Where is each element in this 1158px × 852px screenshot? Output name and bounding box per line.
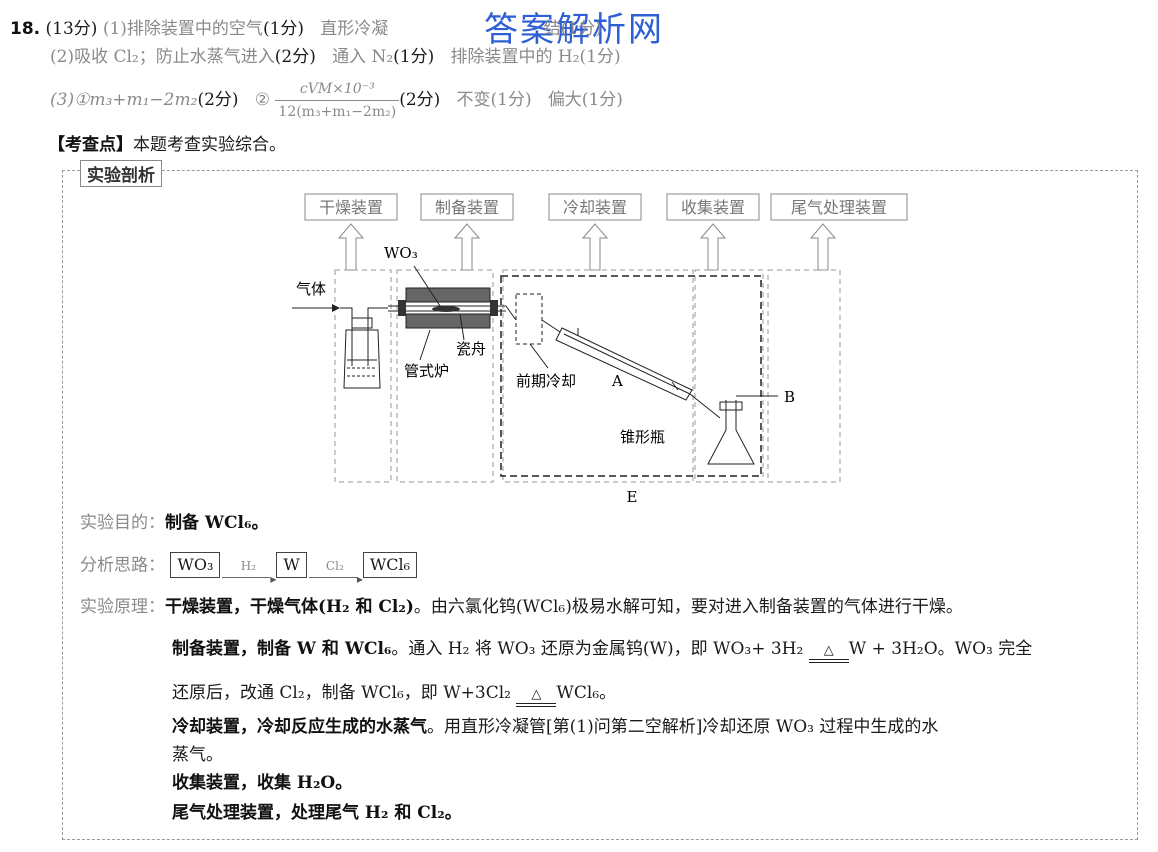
label-a: A bbox=[611, 372, 623, 390]
region-e bbox=[500, 275, 762, 477]
purpose-label: 实验目的： bbox=[80, 513, 165, 533]
section-tag: 实验剖析 bbox=[80, 160, 162, 187]
principle-2-text: 。通入 H₂ 将 WO₃ 还原为金属钨(W)，即 WO₃+ 3H₂ bbox=[391, 639, 804, 659]
route-arrow-h2: H₂ bbox=[220, 555, 276, 590]
principle-row-6: 收集装置，收集 H₂O。 bbox=[172, 772, 352, 794]
answer-line-2: (2)吸收 Cl₂；防止水蒸气进入(2分) 通入 N₂(1分) 排除装置中的 H… bbox=[50, 46, 621, 68]
label-box-dry: 干燥装置 bbox=[304, 193, 398, 221]
answer-3-score-2: (2分) bbox=[399, 90, 441, 110]
kaocha-line: 【考查点】本题考查实验综合。 bbox=[48, 134, 286, 156]
answer-2-part-2: 通入 N₂ bbox=[332, 47, 394, 67]
condenser bbox=[541, 319, 693, 401]
label-e: E bbox=[627, 488, 638, 506]
answer-1-part-2: 直形冷凝 bbox=[320, 19, 389, 39]
up-arrows bbox=[337, 223, 837, 271]
answer-3-part-2: ② bbox=[254, 90, 270, 110]
fraction-numerator: cVM×10⁻³ bbox=[275, 78, 400, 101]
wash-bottle bbox=[340, 307, 388, 389]
label-flask: 锥形瓶 bbox=[620, 428, 665, 446]
delta-1: △ bbox=[823, 643, 834, 658]
purpose-line: 实验目的：制备 WCl₆。 bbox=[80, 512, 268, 534]
answer-2-score-2: (1分) bbox=[393, 47, 435, 67]
kaocha-text: 本题考查实验综合。 bbox=[133, 135, 286, 155]
label-boat: 瓷舟 bbox=[456, 340, 486, 358]
answer-3-part-3: 不变(1分) bbox=[456, 90, 532, 110]
route-box-wo3: WO₃ bbox=[170, 552, 221, 578]
label-dry: 干燥装置 bbox=[319, 198, 383, 217]
region-boxes bbox=[334, 269, 841, 483]
answer-2-part-1: (2)吸收 Cl₂；防止水蒸气进入 bbox=[50, 47, 275, 67]
principle-2-tail: W + 3H₂O。WO₃ 完全 bbox=[848, 639, 1033, 659]
label-prep: 制备装置 bbox=[435, 198, 499, 217]
label-box-cool: 冷却装置 bbox=[548, 193, 642, 221]
principle-2-bold: 制备装置，制备 W 和 WCl₆ bbox=[172, 639, 392, 659]
delta-2: △ bbox=[531, 687, 542, 702]
heat-sign-2: △ bbox=[516, 687, 557, 707]
analysis-frame bbox=[62, 170, 1138, 840]
principle-1-text: 。由六氯化钨(WCl₆)极易水解可知，要对进入制备装置的气体进行干燥。 bbox=[413, 597, 963, 617]
route-box-wcl6: WCl₆ bbox=[362, 552, 418, 578]
principle-row-5: 蒸气。 bbox=[172, 744, 223, 766]
answer-2-score-1: (2分) bbox=[274, 47, 316, 67]
route-line: 分析思路： WO₃H₂WCl₂WCl₆ bbox=[80, 552, 418, 590]
route-label: 分析思路： bbox=[80, 555, 165, 576]
answer-line-3: (3)①m₃+m₁−2m₂(2分) ② cVM×10⁻³ 12(m₃+m₁−2m… bbox=[50, 78, 623, 123]
route-arrow-cl2: Cl₂ bbox=[307, 555, 363, 590]
tube-furnace bbox=[388, 265, 506, 361]
principle-7-bold: 尾气处理装置，处理尾气 H₂ 和 Cl₂。 bbox=[172, 803, 462, 823]
answer-3-fraction: cVM×10⁻³ 12(m₃+m₁−2m₂) bbox=[275, 78, 400, 123]
answer-3-part-1: (3)①m₃+m₁−2m₂ bbox=[50, 90, 198, 110]
heat-sign-1: △ bbox=[808, 643, 849, 663]
principle-5-text: 蒸气。 bbox=[172, 745, 223, 765]
label-box-collect: 收集装置 bbox=[666, 193, 760, 221]
apparatus-diagram: 干燥装置 制备装置 冷却装置 收集装置 尾气处理装置 E 气体 bbox=[292, 193, 908, 506]
principle-row-4: 冷却装置，冷却反应生成的水蒸气。用直形冷凝管[第(1)问第二空解析]冷却还原 W… bbox=[172, 716, 938, 738]
principle-row-2: 制备装置，制备 W 和 WCl₆。通入 H₂ 将 WO₃ 还原为金属钨(W)，即… bbox=[172, 638, 1032, 663]
principle-6-bold: 收集装置，收集 H₂O。 bbox=[172, 773, 353, 793]
principle-row-3: 还原后，改通 Cl₂，制备 WCl₆，即 W+3Cl₂ △ WCl₆。 bbox=[172, 682, 616, 707]
answer-2-part-3: 排除装置中的 H₂(1分) bbox=[450, 47, 621, 67]
principle-row-1: 实验原理：干燥装置，干燥气体(H₂ 和 Cl₂)。由六氯化钨(WCl₆)极易水解… bbox=[80, 596, 963, 618]
principle-row-7: 尾气处理装置，处理尾气 H₂ 和 Cl₂。 bbox=[172, 802, 462, 824]
conical-flask bbox=[689, 393, 778, 465]
watermark: 答案解析网 bbox=[484, 10, 664, 50]
label-furnace: 管式炉 bbox=[404, 362, 449, 380]
label-box-tail: 尾气处理装置 bbox=[770, 193, 908, 221]
label-cool: 冷却装置 bbox=[563, 198, 627, 217]
label-box-prep: 制备装置 bbox=[420, 193, 514, 221]
label-tail: 尾气处理装置 bbox=[791, 198, 887, 217]
principle-4-text: 。用直形冷凝管[第(1)问第二空解析]冷却还原 WO₃ 过程中生成的水 bbox=[427, 717, 939, 737]
answer-1-tail: 结(1分) bbox=[543, 19, 602, 39]
purpose-text: 制备 WCl₆。 bbox=[165, 513, 269, 533]
answer-3-score-1: (2分) bbox=[197, 90, 239, 110]
label-gas: 气体 bbox=[296, 280, 326, 298]
fraction-denominator: 12(m₃+m₁−2m₂) bbox=[278, 104, 397, 120]
question-points: (13分) bbox=[45, 19, 98, 39]
answer-line-1: 18. (13分) (1)排除装置中的空气(1分) 直形冷凝 结(1分) bbox=[10, 18, 602, 40]
kaocha-head: 【考查点】 bbox=[48, 135, 133, 155]
label-wo3: WO₃ bbox=[384, 244, 418, 262]
principle-4-bold: 冷却装置，冷却反应生成的水蒸气 bbox=[172, 717, 427, 737]
principle-1-bold: 干燥装置，干燥气体(H₂ 和 Cl₂) bbox=[165, 597, 414, 617]
answer-1-score: (1分) bbox=[262, 19, 305, 39]
question-number: 18. bbox=[10, 19, 41, 39]
label-collect: 收集装置 bbox=[681, 198, 745, 217]
label-precool: 前期冷却 bbox=[516, 372, 576, 390]
answer-1-part: (1)排除装置中的空气 bbox=[102, 19, 263, 39]
route-box-w: W bbox=[276, 552, 307, 578]
principle-3-tail: WCl₆。 bbox=[556, 683, 617, 703]
principle-label: 实验原理： bbox=[80, 597, 165, 617]
label-b: B bbox=[784, 388, 795, 406]
answer-3-part-4: 偏大(1分) bbox=[547, 90, 623, 110]
principle-3-text: 还原后，改通 Cl₂，制备 WCl₆，即 W+3Cl₂ bbox=[172, 683, 511, 703]
